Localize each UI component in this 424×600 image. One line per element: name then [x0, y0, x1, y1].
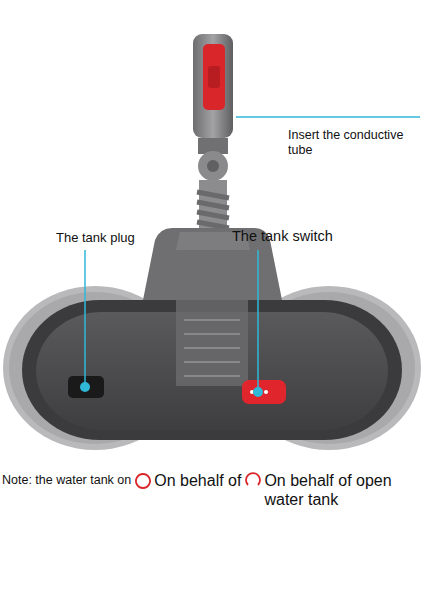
callout-label: Insert the conductive tube: [288, 128, 420, 158]
open-symbol: [244, 472, 262, 490]
conductive-tube: [193, 34, 233, 181]
callout-label: The tank switch: [232, 228, 333, 245]
callout-label: On behalf of: [154, 471, 241, 490]
mop-pads: [3, 286, 421, 450]
callout-label: On behalf of open water tank: [264, 471, 421, 509]
callout-label: The tank plug: [56, 230, 135, 246]
leader-lines: [85, 117, 420, 388]
tank-switch: [242, 380, 286, 404]
closed-symbol: [134, 472, 152, 490]
leader-dots: [80, 382, 263, 397]
callout-label: Note: the water tank on: [2, 473, 131, 488]
tank-plug: [68, 376, 104, 398]
water-tank: [22, 300, 402, 440]
